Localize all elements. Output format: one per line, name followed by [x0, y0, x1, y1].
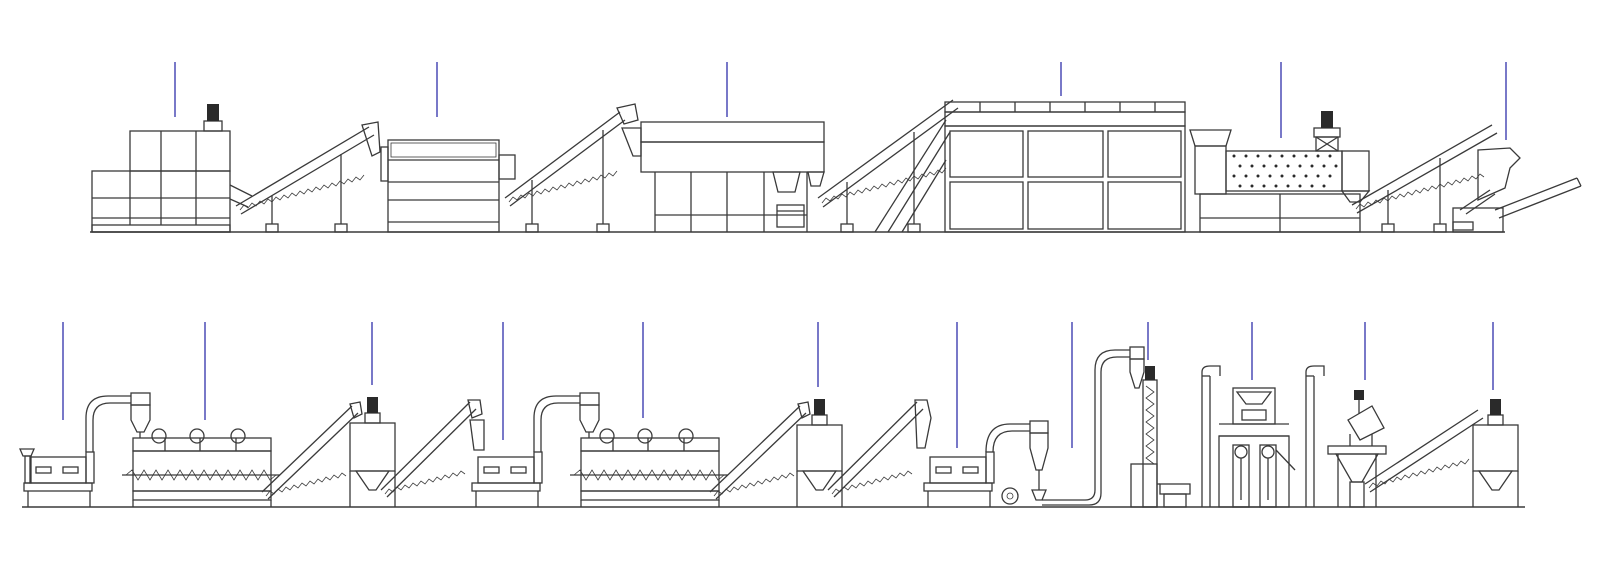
bucket-elevator — [1201, 365, 1221, 507]
discharge-belt-conveyor — [1494, 177, 1582, 219]
zig-zag-separator — [1327, 390, 1387, 508]
crusher — [1452, 147, 1521, 233]
inclined-screw-conveyor — [504, 103, 639, 233]
inclined-screw-conveyor — [827, 399, 932, 498]
motor-icon — [1354, 390, 1364, 400]
inclined-screw-conveyor — [235, 121, 381, 233]
top-leader-lines — [174, 62, 1507, 140]
motor-icon — [1321, 111, 1333, 128]
inclined-screw-conveyor — [380, 399, 483, 498]
floating-wash-tank — [944, 101, 1186, 233]
inclined-screw-conveyor — [1351, 124, 1498, 233]
label-separator — [1218, 387, 1296, 508]
air-blower-cyclone — [985, 420, 1049, 505]
friction-washer — [1189, 111, 1371, 233]
motor-icon — [207, 104, 219, 121]
trommel-screen — [380, 139, 516, 233]
bottom-leader-lines — [62, 322, 1494, 448]
pipe-dryer-cyclone — [533, 392, 600, 452]
hot-wash-tank — [570, 428, 728, 507]
motor-icon — [1490, 399, 1501, 415]
dewatering-machine — [923, 451, 995, 507]
dewatering-machine — [19, 448, 95, 507]
perforated-screen — [1232, 154, 1338, 188]
sorting-platform — [621, 121, 825, 232]
motor-icon — [1145, 366, 1155, 380]
dewatering-machine — [469, 419, 543, 507]
blower-icon — [1001, 487, 1019, 505]
motor-icon — [367, 397, 378, 413]
hot-wash-tank — [122, 428, 280, 507]
debaler — [91, 104, 253, 233]
inclined-screw-conveyor — [709, 401, 811, 500]
pipe-dryer-cyclone — [85, 392, 151, 452]
final-storage-silo — [1472, 399, 1519, 507]
bottom-process-row — [19, 322, 1525, 508]
pneumatic-conveying-pipe — [1042, 346, 1145, 506]
inclined-belt-conveyor — [817, 99, 959, 233]
inclined-screw-conveyor — [1364, 409, 1484, 493]
motor-icon — [814, 399, 825, 415]
inclined-screw-conveyor — [261, 401, 363, 500]
top-process-row — [90, 62, 1582, 233]
bucket-elevator — [1305, 365, 1325, 507]
vertical-screw-loader — [1130, 366, 1191, 508]
